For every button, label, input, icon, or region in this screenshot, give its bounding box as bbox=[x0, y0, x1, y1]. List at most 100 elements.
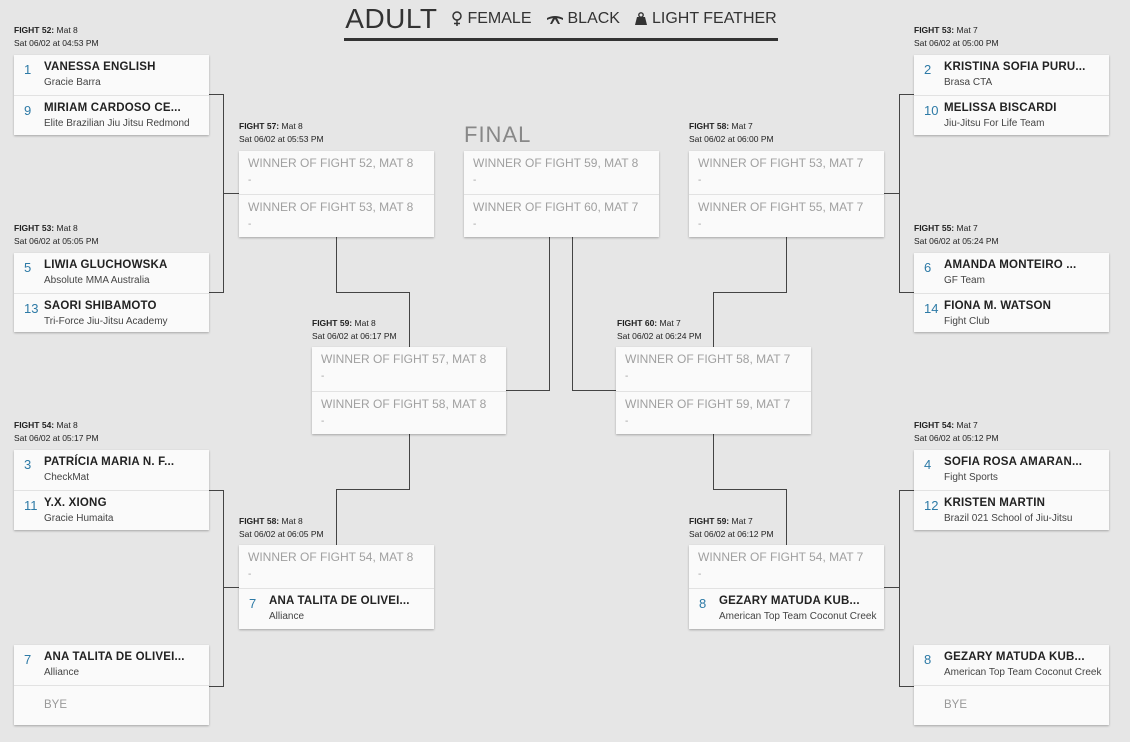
fight-number: FIGHT 60: bbox=[617, 318, 658, 328]
fight-mat: Mat 7 bbox=[956, 223, 978, 233]
placeholder-row: WINNER OF FIGHT 58, MAT 7 - bbox=[616, 347, 811, 391]
competitor-row[interactable]: 14 FIONA M. WATSON Fight Club bbox=[914, 293, 1109, 333]
match-card[interactable]: WINNER OF FIGHT 53, MAT 7 - WINNER OF FI… bbox=[689, 151, 884, 237]
competitor-row[interactable]: 13 SAORI SHIBAMOTO Tri-Force Jiu-Jitsu A… bbox=[14, 293, 209, 333]
winner-placeholder: WINNER OF FIGHT 53, MAT 8 bbox=[248, 200, 414, 214]
belt-label: BLACK bbox=[567, 10, 620, 27]
competitor-row[interactable]: 12 KRISTEN MARTIN Brazil 021 School of J… bbox=[914, 490, 1109, 531]
match-card[interactable]: 3 PATRÍCIA MARIA N. F... CheckMat 11 Y.X… bbox=[14, 450, 209, 530]
competitor-row[interactable]: 1 VANESSA ENGLISH Gracie Barra bbox=[14, 55, 209, 95]
winner-placeholder: WINNER OF FIGHT 55, MAT 7 bbox=[698, 200, 864, 214]
bracket-header: ADULT FEMALE BLACK LIGHT FEATHER bbox=[344, 0, 778, 41]
fight-time: Sat 06/02 at 04:53 PM bbox=[14, 38, 99, 48]
competitor-row[interactable]: 7 ANA TALITA DE OLIVEI... Alliance bbox=[239, 588, 434, 630]
fight-mat: Mat 8 bbox=[56, 25, 78, 35]
competitor-name[interactable]: ANA TALITA DE OLIVEI... bbox=[44, 651, 185, 663]
team-name: GF Team bbox=[944, 275, 985, 286]
competitor-name[interactable]: GEZARY MATUDA KUB... bbox=[944, 651, 1085, 663]
match-card[interactable]: 7 ANA TALITA DE OLIVEI... Alliance BYE bbox=[14, 645, 209, 725]
competitor-name[interactable]: GEZARY MATUDA KUB... bbox=[719, 595, 860, 607]
competitor-name[interactable]: SOFIA ROSA AMARAN... bbox=[944, 456, 1083, 468]
seed-number: 7 bbox=[249, 596, 257, 611]
competitor-name[interactable]: ANA TALITA DE OLIVEI... bbox=[269, 595, 410, 607]
seed-number: 3 bbox=[24, 457, 32, 472]
seed-number: 7 bbox=[24, 652, 32, 667]
weight-tag: LIGHT FEATHER bbox=[634, 10, 777, 28]
placeholder-row: WINNER OF FIGHT 60, MAT 7 - bbox=[464, 194, 659, 238]
match-card[interactable]: WINNER OF FIGHT 54, MAT 8 - 7 ANA TALITA… bbox=[239, 545, 434, 629]
competitor-name[interactable]: KRISTEN MARTIN bbox=[944, 497, 1046, 509]
match-card[interactable]: 5 LIWIA GLUCHOWSKA Absolute MMA Australi… bbox=[14, 253, 209, 332]
competitor-name[interactable]: MELISSA BISCARDI bbox=[944, 102, 1057, 114]
competitor-name[interactable]: SAORI SHIBAMOTO bbox=[44, 300, 157, 312]
competitor-row[interactable]: 3 PATRÍCIA MARIA N. F... CheckMat bbox=[14, 450, 209, 490]
competitor-name[interactable]: MIRIAM CARDOSO CE... bbox=[44, 102, 181, 114]
fight-time: Sat 06/02 at 06:00 PM bbox=[689, 134, 774, 144]
placeholder-row: WINNER OF FIGHT 58, MAT 8 - bbox=[312, 391, 506, 435]
competitor-name[interactable]: VANESSA ENGLISH bbox=[44, 61, 156, 73]
placeholder-dash: - bbox=[321, 371, 325, 382]
match-card[interactable]: 8 GEZARY MATUDA KUB... American Top Team… bbox=[914, 645, 1109, 725]
competitor-row[interactable]: 11 Y.X. XIONG Gracie Humaita bbox=[14, 490, 209, 531]
bye-label: BYE bbox=[944, 699, 968, 711]
fight-label: FIGHT 59: Mat 7 Sat 06/02 at 06:12 PM bbox=[689, 515, 774, 541]
winner-placeholder: WINNER OF FIGHT 54, MAT 7 bbox=[698, 550, 864, 564]
match-card[interactable]: WINNER OF FIGHT 54, MAT 7 - 8 GEZARY MAT… bbox=[689, 545, 884, 629]
placeholder-dash: - bbox=[248, 569, 252, 580]
winner-placeholder: WINNER OF FIGHT 52, MAT 8 bbox=[248, 156, 414, 170]
placeholder-dash: - bbox=[625, 371, 629, 382]
fight-label: FIGHT 57: Mat 8 Sat 06/02 at 05:53 PM bbox=[239, 120, 324, 146]
placeholder-dash: - bbox=[321, 416, 325, 427]
seed-number: 11 bbox=[24, 498, 38, 513]
bye-label: BYE bbox=[44, 699, 68, 711]
match-card[interactable]: 6 AMANDA MONTEIRO ... GF Team 14 FIONA M… bbox=[914, 253, 1109, 332]
competitor-row[interactable]: 7 ANA TALITA DE OLIVEI... Alliance bbox=[14, 645, 209, 685]
match-card[interactable]: 1 VANESSA ENGLISH Gracie Barra 9 MIRIAM … bbox=[14, 55, 209, 135]
seed-number: 6 bbox=[924, 260, 932, 275]
placeholder-dash: - bbox=[248, 175, 252, 186]
placeholder-dash: - bbox=[698, 219, 702, 230]
competitor-row[interactable]: 2 KRISTINA SOFIA PURU... Brasa CTA bbox=[914, 55, 1109, 95]
team-name: Jiu-Jitsu For Life Team bbox=[944, 118, 1045, 129]
weight-label: LIGHT FEATHER bbox=[651, 10, 777, 27]
fight-number: FIGHT 59: bbox=[689, 516, 730, 526]
competitor-row[interactable]: 5 LIWIA GLUCHOWSKA Absolute MMA Australi… bbox=[14, 253, 209, 293]
seed-number: 8 bbox=[924, 652, 932, 667]
seed-number: 10 bbox=[924, 103, 939, 118]
match-card[interactable]: 2 KRISTINA SOFIA PURU... Brasa CTA 10 ME… bbox=[914, 55, 1109, 135]
match-card[interactable]: WINNER OF FIGHT 57, MAT 8 - WINNER OF FI… bbox=[312, 347, 506, 434]
competitor-row[interactable]: 10 MELISSA BISCARDI Jiu-Jitsu For Life T… bbox=[914, 95, 1109, 136]
belt-tag: BLACK bbox=[546, 10, 620, 28]
final-match-card[interactable]: WINNER OF FIGHT 59, MAT 8 - WINNER OF FI… bbox=[464, 151, 659, 237]
bye-row: BYE bbox=[914, 685, 1109, 726]
competitor-row[interactable]: 9 MIRIAM CARDOSO CE... Elite Brazilian J… bbox=[14, 95, 209, 136]
placeholder-dash: - bbox=[698, 175, 702, 186]
belt-icon bbox=[546, 16, 563, 24]
competitor-name[interactable]: KRISTINA SOFIA PURU... bbox=[944, 61, 1086, 73]
placeholder-dash: - bbox=[698, 569, 702, 580]
competitor-name[interactable]: FIONA M. WATSON bbox=[944, 300, 1052, 312]
placeholder-dash: - bbox=[473, 175, 477, 186]
fight-mat: Mat 8 bbox=[281, 121, 303, 131]
competitor-row[interactable]: 8 GEZARY MATUDA KUB... American Top Team… bbox=[914, 645, 1109, 685]
competitor-name[interactable]: PATRÍCIA MARIA N. F... bbox=[44, 456, 175, 468]
competitor-row[interactable]: 6 AMANDA MONTEIRO ... GF Team bbox=[914, 253, 1109, 293]
fight-label: FIGHT 53: Mat 8 Sat 06/02 at 05:05 PM bbox=[14, 222, 99, 248]
competitor-name[interactable]: LIWIA GLUCHOWSKA bbox=[44, 259, 168, 271]
competitor-row[interactable]: 8 GEZARY MATUDA KUB... American Top Team… bbox=[689, 588, 884, 630]
competitor-name[interactable]: Y.X. XIONG bbox=[44, 497, 107, 509]
team-name: American Top Team Coconut Creek bbox=[944, 667, 1102, 678]
match-card[interactable]: 4 SOFIA ROSA AMARAN... Fight Sports 12 K… bbox=[914, 450, 1109, 530]
fight-label: FIGHT 54: Mat 7 Sat 06/02 at 05:12 PM bbox=[914, 419, 999, 445]
placeholder-row: WINNER OF FIGHT 57, MAT 8 - bbox=[312, 347, 506, 391]
winner-placeholder: WINNER OF FIGHT 60, MAT 7 bbox=[473, 200, 639, 214]
match-card[interactable]: WINNER OF FIGHT 52, MAT 8 - WINNER OF FI… bbox=[239, 151, 434, 237]
fight-label: FIGHT 58: Mat 7 Sat 06/02 at 06:00 PM bbox=[689, 120, 774, 146]
fight-number: FIGHT 57: bbox=[239, 121, 280, 131]
fight-number: FIGHT 55: bbox=[914, 223, 955, 233]
competitor-row[interactable]: 4 SOFIA ROSA AMARAN... Fight Sports bbox=[914, 450, 1109, 490]
competitor-name[interactable]: AMANDA MONTEIRO ... bbox=[944, 259, 1077, 271]
fight-number: FIGHT 54: bbox=[14, 420, 55, 430]
match-card[interactable]: WINNER OF FIGHT 58, MAT 7 - WINNER OF FI… bbox=[616, 347, 811, 434]
fight-mat: Mat 7 bbox=[731, 121, 753, 131]
